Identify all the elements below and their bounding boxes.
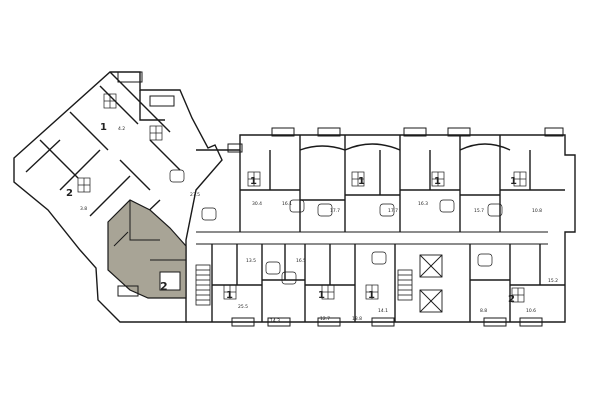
area-label: 10.6 <box>526 308 536 314</box>
area-label: 13.5 <box>246 258 256 264</box>
area-label: 4.2 <box>118 126 125 132</box>
area-label: 17.7 <box>330 208 340 214</box>
area-label: 18.8 <box>352 316 362 322</box>
elevator-icon <box>419 254 443 313</box>
area-label: 16.1 <box>282 201 292 207</box>
area-label: 14.3 <box>270 318 280 324</box>
north-unit-label: 1 <box>358 176 365 187</box>
area-label: 3.8 <box>80 206 87 212</box>
highlighted-apartment-walls <box>113 200 186 291</box>
main-block <box>186 134 576 323</box>
balconies <box>117 71 564 327</box>
area-label: 10.8 <box>532 208 542 214</box>
wing-unit-label: 2 <box>66 188 73 199</box>
north-unit-label: 1 <box>510 176 517 187</box>
south-unit-label: 1 <box>318 290 325 301</box>
wing-unit-label: 1 <box>100 122 107 133</box>
north-unit-label: 1 <box>250 176 257 187</box>
area-label: 14.1 <box>378 308 388 314</box>
area-label: 15.7 <box>474 208 484 214</box>
stair-icon <box>195 264 413 306</box>
highlighted-unit-rooms: 2 <box>160 280 168 293</box>
kitchen-icon <box>77 93 527 303</box>
area-label: 30.4 <box>252 201 262 207</box>
area-label: 17.7 <box>388 208 398 214</box>
area-label: 25.5 <box>238 304 248 310</box>
area-label: 16.5 <box>296 258 306 264</box>
south-unit-label: 2 <box>508 294 515 305</box>
north-unit-label: 1 <box>434 176 441 187</box>
area-label: 8.8 <box>480 308 487 314</box>
south-unit-label: 1 <box>368 290 375 301</box>
area-label: 15.2 <box>548 278 558 284</box>
area-label: 16.3 <box>418 201 428 207</box>
bath-icon <box>169 169 503 285</box>
plan-labels: 2 2 1 1 1 1 1 1 1 1 2 27.5 30.4 16.1 17.7 17.7 16.3 15.7 1… <box>66 122 558 324</box>
area-label: 12.7 <box>320 316 330 322</box>
area-label: 27.5 <box>190 192 200 198</box>
south-unit-label: 1 <box>226 290 233 301</box>
